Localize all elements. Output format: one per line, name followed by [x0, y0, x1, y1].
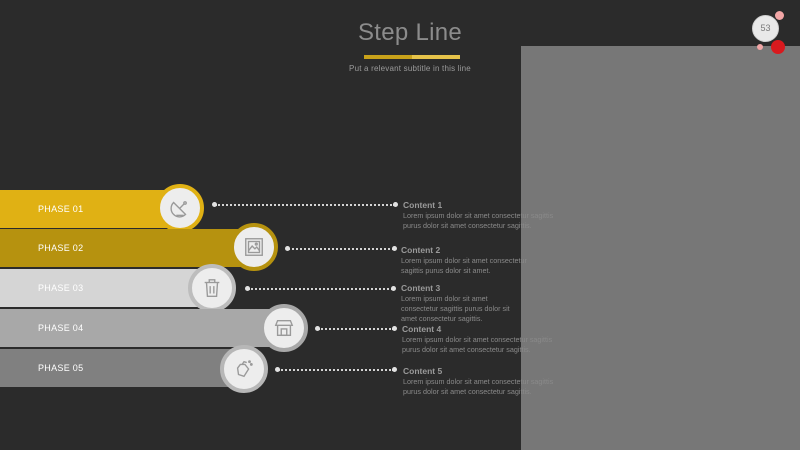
content-line: consectetur sagittis purus dolor sit: [401, 304, 510, 313]
content-line: purus dolor sit amet consectetur sagitti…: [403, 387, 532, 396]
content-line: sagittis purus dolor sit amet.: [401, 266, 491, 275]
content-title-1: Content 1: [403, 200, 443, 210]
phase-label: PHASE 03: [38, 283, 84, 293]
content-body-3: Lorem ipsum dolor sit amet consectetur s…: [401, 294, 510, 324]
phase-icon-2: [230, 223, 278, 271]
content-title-3: Content 3: [401, 283, 441, 293]
connector-2: [285, 246, 397, 251]
phase-band-2: PHASE 02: [0, 229, 254, 267]
content-line: purus dolor sit amet consectetur sagitti…: [403, 221, 532, 230]
content-line: Lorem ipsum dolor sit amet consectetur s…: [403, 377, 554, 386]
title-underline-dark: [364, 55, 412, 59]
phase-band-4: PHASE 04: [0, 309, 284, 347]
phase-icon-1: [156, 184, 204, 232]
phase-label: PHASE 04: [38, 323, 84, 333]
image-placeholder-panel: [521, 46, 800, 450]
page-number-badge: 53: [752, 15, 779, 42]
phase-icon-3: [188, 264, 236, 312]
content-title-2: Content 2: [401, 245, 441, 255]
store-icon: [274, 319, 294, 337]
connector-5: [275, 367, 397, 372]
phase-icon-4: [260, 304, 308, 352]
decor-dot-red: [771, 40, 785, 54]
content-line: Lorem ipsum dolor sit amet consectetur s…: [402, 335, 553, 344]
content-line: purus dolor sit amet consectetur sagitti…: [402, 345, 531, 354]
content-body-5: Lorem ipsum dolor sit amet consectetur s…: [403, 377, 553, 397]
connector-4: [315, 326, 397, 331]
content-body-4: Lorem ipsum dolor sit amet consectetur s…: [402, 335, 552, 355]
content-title-5: Content 5: [403, 366, 443, 376]
slide-subtitle: Put a relevant subtitle in this line: [349, 64, 471, 73]
connector-3: [245, 286, 396, 291]
content-body-1: Lorem ipsum dolor sit amet consectetur s…: [403, 211, 553, 231]
phase-icon-5: [220, 345, 268, 393]
phase-band-3: PHASE 03: [0, 269, 212, 307]
content-line: Lorem ipsum dolor sit amet: [401, 294, 488, 303]
decor-dot-pink-small: [757, 44, 763, 50]
satellite-dish-icon: [170, 201, 187, 218]
content-line: amet consectetur sagittis.: [401, 314, 483, 323]
title-underline-light: [412, 55, 460, 59]
phase-label: PHASE 05: [38, 363, 84, 373]
cleaning-spray-icon: [236, 360, 253, 378]
content-body-2: Lorem ipsum dolor sit amet consectetur s…: [401, 256, 527, 276]
trash-icon: [204, 279, 220, 297]
phase-band-1: PHASE 01: [0, 190, 180, 228]
image-frame-icon: [245, 238, 263, 256]
decor-dot-pink: [775, 11, 784, 20]
phase-label: PHASE 01: [38, 204, 84, 214]
content-title-4: Content 4: [402, 324, 442, 334]
connector-1: [212, 202, 398, 207]
phase-label: PHASE 02: [38, 243, 84, 253]
slide-title: Step Line: [357, 19, 463, 46]
phase-band-5: PHASE 05: [0, 349, 244, 387]
content-line: Lorem ipsum dolor sit amet consectetur: [401, 256, 527, 265]
content-line: Lorem ipsum dolor sit amet consectetur s…: [403, 211, 554, 220]
